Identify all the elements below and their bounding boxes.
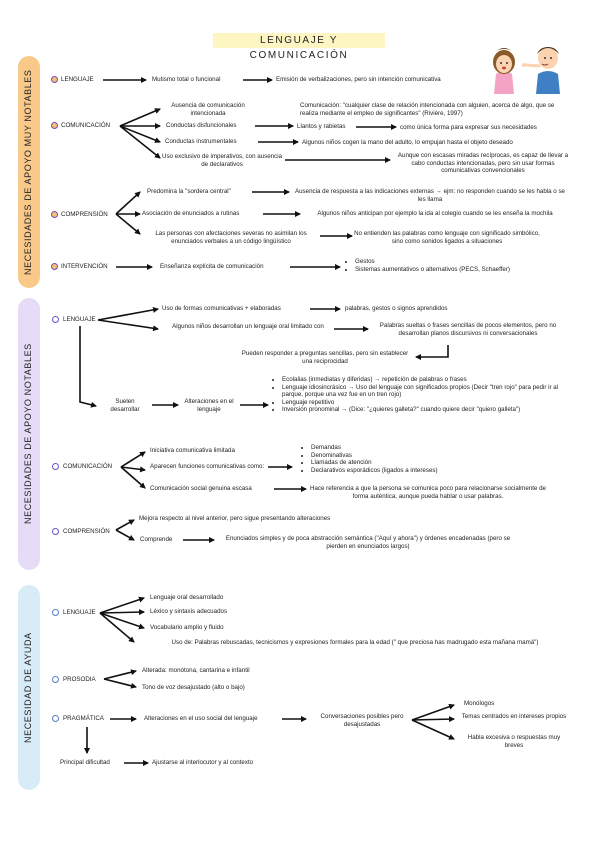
node-comprension-s2: COMPRENSIÓN (63, 528, 110, 535)
node-enunciados-simples: Enunciados simples y de poca abstracción… (225, 535, 511, 550)
node-asociacion-rutinas: Asociación de enunciados a rutinas (142, 210, 240, 217)
bullet-dot (51, 211, 58, 218)
node-palabras-sueltas: Palabras sueltas o frases sencillas de p… (379, 322, 557, 337)
node-comunicacion-s2: COMUNICACIÓN (63, 463, 113, 470)
bullet-dot (52, 316, 59, 323)
band-apoyo-notables (18, 298, 40, 570)
node-mutismo: Mutismo total o funcional (152, 76, 221, 83)
node-alteraciones-uso-social: Alteraciones en el uso social del lengua… (144, 715, 258, 722)
node-temas-intereses: Temas centrados en intereses propios (461, 713, 567, 720)
node-emision: Emisión de verbalizaciones, pero sin int… (276, 76, 441, 83)
node-miradas-reciprocas: Aunque con escasas miradas recíprocas, e… (397, 152, 569, 175)
node-imperativos: Uso exclusivo de imperativos, con ausenc… (161, 153, 283, 168)
children-illustration (493, 47, 560, 94)
list-item: Lenguaje idiosincrásico → Uso del lengua… (282, 384, 566, 399)
node-prosodia: PROSODIA (63, 676, 96, 683)
node-afectaciones-severas: Las personas con afectaciones severas no… (155, 230, 307, 245)
band-necesidad-ayuda (18, 585, 40, 790)
node-ausencia-respuesta: Ausencia de respuesta a las indicaciones… (294, 188, 565, 203)
list-alteraciones-lenguaje: Ecolalias (inmediatas y diferidas) → rep… (273, 376, 566, 414)
node-alteraciones-lenguaje: Alteraciones en el lenguaje (184, 398, 234, 413)
list-item: Sistemas aumentativos o alternativos (PE… (355, 266, 585, 274)
node-comprende: Comprende (140, 536, 173, 543)
node-formas-elaboradas: Uso de formas comunicativas + elaboradas (162, 305, 281, 312)
list-item: Inversión pronominal → (Dice: "¿quieres … (282, 406, 566, 414)
list-item: Lenguaje repetitivo (282, 399, 566, 407)
node-no-entienden: No entienden las palabras como lenguaje … (354, 230, 540, 245)
node-ausencia-comunicacion: Ausencia de comunicación intencionada (171, 102, 245, 117)
node-pragmatica: PRAGMÁTICA (63, 715, 104, 722)
node-principal-dificultad: Principal dificultad (60, 759, 110, 766)
bullet-dot (52, 715, 59, 722)
bullet-dot (52, 676, 59, 683)
node-comunicacion-s1: COMUNICACIÓN (61, 122, 111, 129)
node-lenguaje-oral-limitado: Algunos niños desarrollan un lenguaje or… (172, 323, 324, 330)
list-item: Llamadas de atención (311, 459, 491, 467)
girl-figure (493, 48, 515, 94)
node-lenguaje-s3: LENGUAJE (63, 609, 96, 616)
node-lenguaje-s2: LENGUAJE (63, 316, 96, 323)
node-anticipan: Algunos niños anticipan por ejemplo la i… (317, 210, 553, 217)
list-item: Declarativos esporádicos (ligados a inte… (311, 467, 491, 475)
node-ajustarse-interlocutor: Ajustarse al interlocutor y al contexto (152, 759, 254, 766)
bullet-dot (52, 463, 59, 470)
list-item: Gestos (355, 258, 585, 266)
node-funciones-comunicativas: Aparecen funciones comunicativas como: (150, 463, 265, 470)
list-item: Ecolalias (inmediatas y diferidas) → rep… (282, 376, 566, 384)
node-palabras-gestos: palabras, gestos o signos aprendidos (345, 305, 448, 312)
bullet-dot (51, 76, 58, 83)
node-coger-mano: Algunos niños cogen la mano del adulto, … (302, 139, 513, 146)
bullet-dot (52, 528, 59, 535)
bullet-dot (51, 263, 58, 270)
node-oral-desarrollado: Lenguaje oral desarrollado (150, 594, 224, 601)
node-suelen-desarrollar: Suelen desarrollar (110, 398, 140, 413)
node-lexico-sintaxis: Léxico y sintaxis adecuados (150, 608, 228, 615)
node-conversaciones-desajustadas: Conversaciones posibles pero desajustada… (320, 713, 404, 728)
node-habla-excesiva: Habla excesiva o respuestas muy breves (467, 734, 561, 749)
node-responder-preguntas: Pueden responder a preguntas sencillas, … (241, 350, 409, 365)
boy-figure (522, 47, 560, 94)
node-mejora-nivel: Mejora respecto al nivel anterior, pero … (139, 515, 331, 522)
node-conductas-instrumentales: Conductas instrumentales (165, 138, 237, 145)
node-intervencion-s1: INTERVENCIÓN (61, 263, 108, 270)
node-monologos: Monólogos (464, 700, 495, 707)
node-lenguaje-s1: LENGUAJE (61, 76, 94, 83)
node-vocabulario: Vocabulario amplio y fluido (150, 624, 224, 631)
node-comunicacion-definicion: Comunicación: "cualquier clase de relaci… (300, 102, 555, 117)
node-iniciativa-limitada: Iniciativa comunicativa limitada (150, 447, 235, 454)
node-comunicacion-genuina: Comunicación social genuina escasa (150, 485, 252, 492)
node-alterada-monotona: Alterada: monótona, cantarina e infantil (142, 667, 250, 674)
node-sordera-central: Predomina la "sordera central" (147, 188, 231, 195)
node-unica-forma: como única forma para expresar sus neces… (400, 124, 537, 131)
node-llantos: Llantos y rabietas (297, 123, 346, 130)
node-hace-referencia: Hace referencia a que la persona se comu… (310, 485, 546, 500)
page-title: LENGUAJE Y COMUNICACIÓN (213, 33, 385, 61)
band-apoyo-muy-notables (18, 56, 40, 288)
list-item: Denominativas (311, 452, 491, 460)
bullet-dot (51, 122, 58, 129)
node-comprension-s1: COMPRENSIÓN (61, 211, 108, 218)
list-intervencion: Gestos Sistemas aumentativos o alternati… (346, 258, 585, 273)
node-palabras-rebuscadas: Uso de: Palabras rebuscadas, tecnicismos… (171, 639, 539, 646)
list-funciones: Demandas Denominativas Llamadas de atenc… (302, 444, 491, 474)
list-item: Demandas (311, 444, 491, 452)
node-conductas-disfuncionales: Conductas disfuncionales (166, 122, 237, 129)
node-tono-voz: Tono de voz desajustado (alto o bajo) (142, 684, 245, 691)
bullet-dot (52, 609, 59, 616)
node-ensenanza-explicita: Enseñanza explícita de comunicación (160, 263, 264, 270)
